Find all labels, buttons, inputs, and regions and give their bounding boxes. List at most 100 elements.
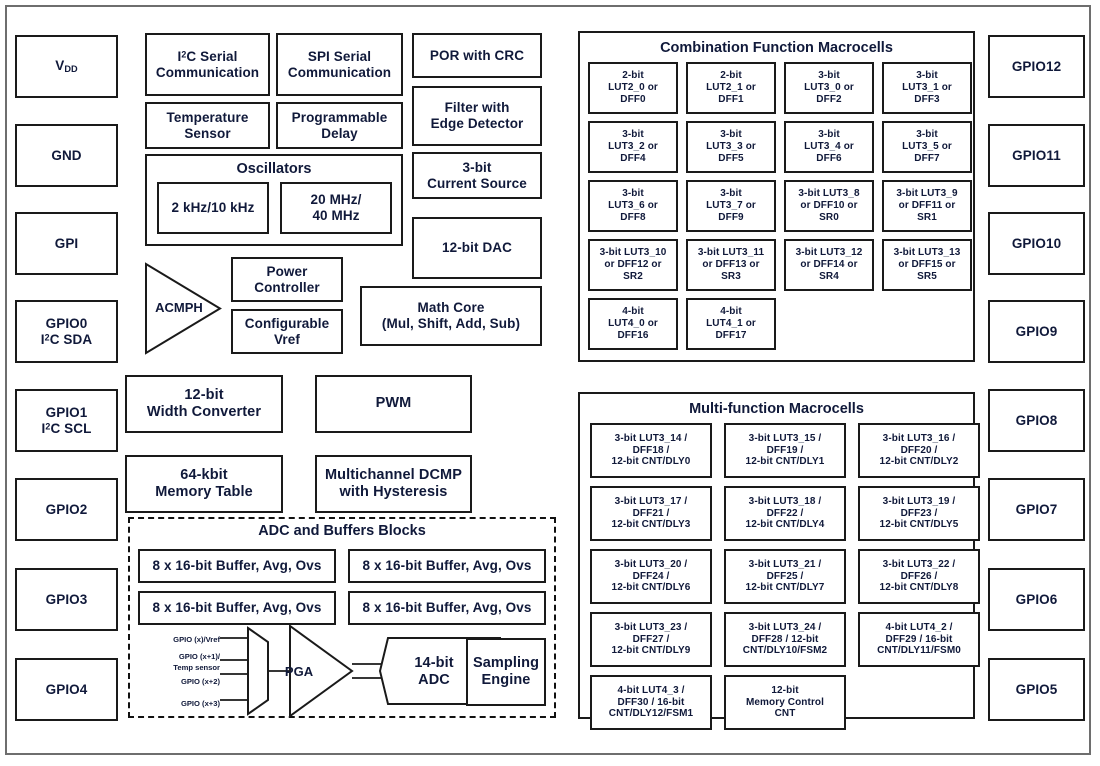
prog-delay-line1: Programmable: [291, 109, 388, 125]
combination-macrocell-15-line2: SR5: [917, 270, 937, 282]
block-14bit-adc-label: 14-bit ADC: [388, 638, 480, 706]
pin-gpio9[interactable]: GPIO9: [988, 300, 1085, 363]
combination-macrocell-2-line1: LUT3_0 or: [804, 82, 854, 94]
i2c-serial-line1: I2C Serial: [177, 48, 238, 64]
temp-sensor-line1: Temperature: [166, 109, 249, 125]
pin-gpio5[interactable]: GPIO5: [988, 658, 1085, 721]
pin-gpio4[interactable]: GPIO4: [15, 658, 118, 721]
block-oscillator-low[interactable]: 2 kHz/10 kHz: [157, 182, 269, 234]
multifunction-macrocell-1[interactable]: 3-bit LUT3_15 /DFF19 /12-bit CNT/DLY1: [724, 423, 846, 478]
block-buffer-2[interactable]: 8 x 16-bit Buffer, Avg, Ovs: [138, 591, 336, 625]
pin-gnd[interactable]: GND: [15, 124, 118, 187]
pin-gpio8[interactable]: GPIO8: [988, 389, 1085, 452]
multifunction-macrocell-2[interactable]: 3-bit LUT3_16 /DFF20 /12-bit CNT/DLY2: [858, 423, 980, 478]
multifunction-macrocell-5[interactable]: 3-bit LUT3_19 /DFF23 /12-bit CNT/DLY5: [858, 486, 980, 541]
block-buffer-3[interactable]: 8 x 16-bit Buffer, Avg, Ovs: [348, 591, 546, 625]
block-spi-serial-communication[interactable]: SPI Serial Communication: [276, 33, 403, 96]
multifunction-macrocell-6[interactable]: 3-bit LUT3_20 /DFF24 /12-bit CNT/DLY6: [590, 549, 712, 604]
osc-high-line1: 20 MHz/: [310, 192, 362, 208]
multifunction-macrocell-11-line2: CNT/DLY11/FSM0: [877, 645, 961, 657]
pin-gpio10[interactable]: GPIO10: [988, 212, 1085, 275]
pin-gpio0-label: GPIO0: [45, 315, 88, 331]
osc-low-label: 2 kHz/10 kHz: [171, 200, 255, 216]
combination-macrocell-13-line2: SR3: [721, 270, 741, 282]
superscript-2: 2: [45, 420, 51, 431]
pin-gpio10-label: GPIO10: [1011, 235, 1062, 251]
combination-macrocell-7-line0: 3-bit: [916, 129, 938, 141]
multifunction-macrocell-9-line0: 3-bit LUT3_23 /: [614, 621, 688, 633]
pin-gpio3[interactable]: GPIO3: [15, 568, 118, 631]
combination-macrocell-4-line2: DFF4: [620, 152, 646, 164]
block-i2c-serial-communication[interactable]: I2C Serial Communication: [145, 33, 270, 96]
block-memory-table[interactable]: 64-kbit Memory Table: [125, 455, 283, 513]
combination-macrocell-3-line1: LUT3_1 or: [902, 82, 952, 94]
pin-gpio7[interactable]: GPIO7: [988, 478, 1085, 541]
block-pwm[interactable]: PWM: [315, 375, 472, 433]
multifunction-macrocell-4[interactable]: 3-bit LUT3_18 /DFF22 /12-bit CNT/DLY4: [724, 486, 846, 541]
block-buffer-0[interactable]: 8 x 16-bit Buffer, Avg, Ovs: [138, 549, 336, 583]
pin-vdd[interactable]: VDD: [15, 35, 118, 98]
multifunction-macrocell-8[interactable]: 3-bit LUT3_22 /DFF26 /12-bit CNT/DLY8: [858, 549, 980, 604]
combination-macrocell-1-line1: LUT2_1 or: [706, 82, 756, 94]
block-width-converter[interactable]: 12-bit Width Converter: [125, 375, 283, 433]
block-math-core[interactable]: Math Core (Mul, Shift, Add, Sub): [360, 286, 542, 346]
combination-macrocell-14-line0: 3-bit LUT3_12: [795, 247, 863, 259]
block-oscillator-high[interactable]: 20 MHz/ 40 MHz: [280, 182, 392, 234]
temp-sensor-line2: Sensor: [184, 125, 231, 141]
block-por-with-crc[interactable]: POR with CRC: [412, 33, 542, 78]
acmph-comparator-shape[interactable]: [143, 261, 223, 356]
combination-macrocell-15-line0: 3-bit LUT3_13: [893, 247, 961, 259]
multifunction-macrocell-3[interactable]: 3-bit LUT3_17 /DFF21 /12-bit CNT/DLY3: [590, 486, 712, 541]
pin-gpio6-label: GPIO6: [1015, 591, 1058, 607]
pin-gpi[interactable]: GPI: [15, 212, 118, 275]
block-buffer-1[interactable]: 8 x 16-bit Buffer, Avg, Ovs: [348, 549, 546, 583]
multifunction-macrocell-7[interactable]: 3-bit LUT3_21 /DFF25 /12-bit CNT/DLY7: [724, 549, 846, 604]
multifunction-macrocell-8-line0: 3-bit LUT3_22 /: [882, 558, 956, 570]
multifunction-macrocell-6-line0: 3-bit LUT3_20 /: [614, 558, 688, 570]
block-programmable-delay[interactable]: Programmable Delay: [276, 102, 403, 149]
combination-macrocell-0-line2: DFF0: [620, 93, 646, 105]
multifunction-macrocell-0-line0: 3-bit LUT3_14 /: [614, 432, 688, 444]
multifunction-macrocell-9[interactable]: 3-bit LUT3_23 /DFF27 /12-bit CNT/DLY9: [590, 612, 712, 667]
multifunction-macrocell-0[interactable]: 3-bit LUT3_14 /DFF18 /12-bit CNT/DLY0: [590, 423, 712, 478]
pin-gpio1[interactable]: GPIO1 I2C SCL: [15, 389, 118, 452]
block-current-source[interactable]: 3-bit Current Source: [412, 152, 542, 199]
pin-gpio6[interactable]: GPIO6: [988, 568, 1085, 631]
block-filter-with-edge-detector[interactable]: Filter with Edge Detector: [412, 86, 542, 146]
block-sampling-engine[interactable]: Sampling Engine: [466, 638, 546, 706]
block-temperature-sensor[interactable]: Temperature Sensor: [145, 102, 270, 149]
pin-gpio2[interactable]: GPIO2: [15, 478, 118, 541]
block-power-controller[interactable]: Power Controller: [231, 257, 343, 302]
pin-gpio11[interactable]: GPIO11: [988, 124, 1085, 187]
block-configurable-vref[interactable]: Configurable Vref: [231, 309, 343, 354]
multifunction-macrocell-11-line1: DFF29 / 16-bit: [885, 633, 953, 645]
block-multichannel-dcmp[interactable]: Multichannel DCMP with Hysteresis: [315, 455, 472, 513]
pin-gpio0[interactable]: GPIO0 I2C SDA: [15, 300, 118, 363]
multifunction-macrocell-5-line0: 3-bit LUT3_19 /: [882, 495, 956, 507]
block-12bit-dac[interactable]: 12-bit DAC: [412, 217, 542, 279]
sampling-engine-line2: Engine: [481, 672, 531, 688]
pin-gpio12[interactable]: GPIO12: [988, 35, 1085, 98]
